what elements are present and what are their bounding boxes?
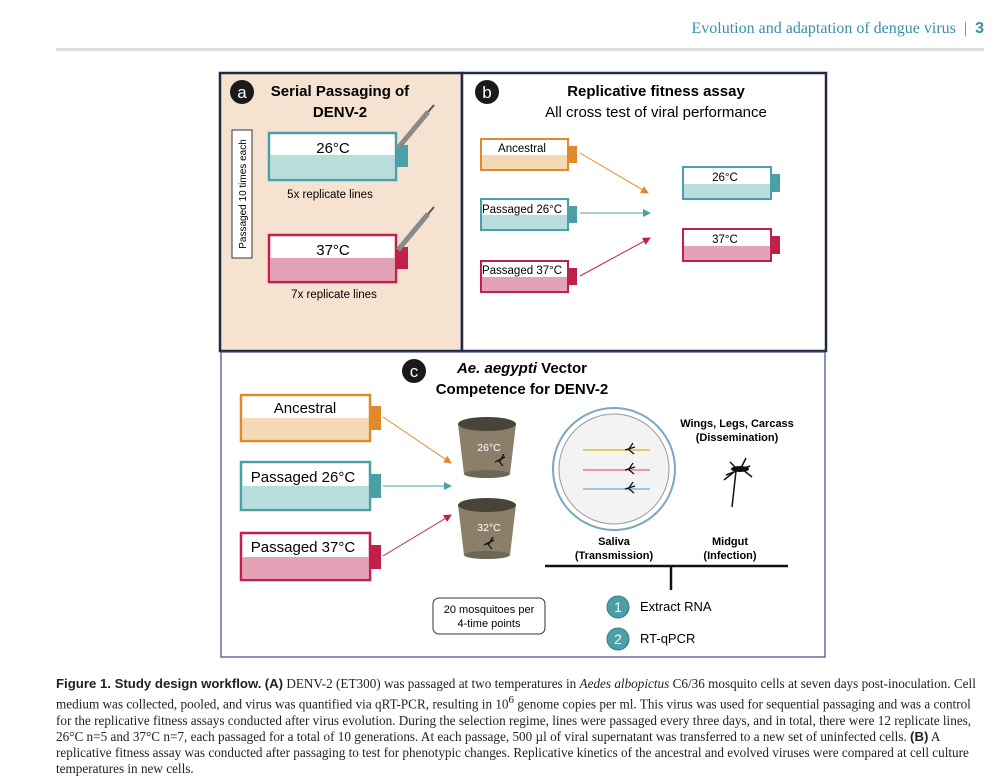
caption-superscript: 6	[508, 694, 515, 707]
mosquito-icon	[723, 457, 753, 508]
mosquito-cup-32c: 32°C	[458, 498, 516, 559]
saliva-label-1: Saliva	[598, 536, 631, 548]
panel-b-letter: b	[482, 83, 491, 102]
cup-32c-label: 32°C	[477, 522, 501, 534]
flask-37c: 37°C	[267, 233, 408, 284]
panel-a: a Serial Passaging of DENV-2 Passaged 10…	[218, 71, 464, 353]
flask-c-passaged-26: Passaged 26°C	[239, 460, 381, 512]
flask-c-ancestral-label: Ancestral	[274, 400, 337, 417]
panel-a-title-2: DENV-2	[313, 104, 367, 121]
flask-26c: 26°C	[267, 131, 408, 182]
dissemination-label-1: Wings, Legs, Carcass	[680, 418, 794, 430]
panel-a-badge	[230, 80, 254, 104]
panel-c-title-1: Ae. aegypti Vector	[456, 360, 587, 377]
dissemination-label-2: (Dissemination)	[696, 432, 779, 444]
panel-a-letter: a	[237, 83, 247, 102]
mosquito-count-line-1: 20 mosquitoes per	[444, 604, 535, 616]
mosquito-count-box: 20 mosquitoes per 4-time points	[432, 597, 546, 635]
panel-a-side-label: Passaged 10 times each	[238, 139, 249, 249]
flask-c-26-label: Passaged 26°C	[251, 469, 356, 486]
mosquito-count-line-2: 4-time points	[458, 618, 521, 630]
arrow-ancestral	[579, 152, 649, 194]
saliva-label-2: (Transmission)	[575, 550, 654, 562]
flask-37c-note: 7x replicate lines	[291, 289, 377, 301]
arrow-c-37	[382, 514, 452, 557]
caption-text-3: genome copies per ml. This virus was use…	[56, 696, 972, 744]
arrow-37	[579, 237, 651, 277]
running-head: Evolution and adaptation of dengue virus…	[692, 20, 985, 38]
page-number: 3	[975, 20, 984, 37]
caption-species: Aedes albopictus	[579, 676, 670, 691]
study-design-figure: a Serial Passaging of DENV-2 Passaged 10…	[218, 71, 828, 658]
step-extract-rna: 1 Extract RNA	[606, 595, 712, 619]
flask-26c-note: 5x replicate lines	[287, 189, 373, 201]
step-2-label: RT-qPCR	[640, 631, 695, 646]
panel-c-title-2: Competence for DENV-2	[436, 381, 609, 398]
pipette-icon	[396, 104, 435, 150]
flask-b-passaged-37: Passaged 37°C	[480, 260, 577, 293]
flask-b-out-26: 26°C	[682, 166, 780, 200]
pipette-icon	[396, 206, 435, 252]
step-2-number: 2	[614, 631, 622, 647]
flask-37c-label: 37°C	[316, 242, 350, 259]
caption-text-2: C6/36 mosquito cells at seven days post-…	[56, 676, 976, 712]
panel-b-badge	[475, 80, 499, 104]
panel-b-title: Replicative fitness assay	[567, 83, 745, 100]
cup-26c-label: 26°C	[477, 442, 501, 454]
flask-26c-label: 26°C	[316, 140, 350, 157]
caption-text-1: DENV-2 (ET300) was passaged at two tempe…	[283, 676, 580, 691]
step-1-number: 1	[614, 599, 622, 615]
header-separator: |	[963, 20, 968, 37]
panel-b-subtitle: All cross test of viral performance	[545, 104, 767, 121]
flask-b-26-label: Passaged 26°C	[482, 204, 562, 216]
flask-c-passaged-37: Passaged 37°C	[239, 531, 381, 582]
flask-c-37-label: Passaged 37°C	[251, 539, 356, 556]
flask-c-ancestral: Ancestral	[239, 393, 381, 443]
saliva-dish	[552, 407, 676, 531]
caption-label-b: (B)	[910, 729, 929, 744]
flask-b-out-37: 37°C	[682, 228, 780, 262]
mosquito-icon	[483, 536, 495, 550]
caption-lead: Figure 1. Study design workflow.	[56, 676, 262, 691]
flask-b-out-26-label: 26°C	[712, 172, 738, 184]
panel-a-title-1: Serial Passaging of	[271, 83, 410, 100]
caption-label-a: (A)	[264, 676, 284, 691]
step-1-label: Extract RNA	[640, 599, 712, 614]
flask-b-out-37-label: 37°C	[712, 234, 738, 246]
flask-b-ancestral-label: Ancestral	[498, 143, 546, 155]
mosquito-icon	[624, 442, 636, 494]
mosquito-icon	[494, 453, 506, 467]
header-rule	[56, 48, 984, 51]
panel-c-badge	[402, 359, 426, 383]
flask-b-37-label: Passaged 37°C	[482, 265, 562, 277]
panel-c: c Ae. aegypti Vector Competence for DENV…	[220, 351, 826, 658]
midgut-label-2: (Infection)	[703, 550, 756, 562]
panel-b: b Replicative fitness assay All cross te…	[460, 71, 828, 353]
flask-b-passaged-26: Passaged 26°C	[480, 198, 577, 231]
figure-caption: Figure 1. Study design workflow. (A) DEN…	[56, 676, 988, 778]
panel-c-letter: c	[410, 362, 419, 381]
midgut-label-1: Midgut	[712, 536, 748, 548]
running-title: Evolution and adaptation of dengue virus	[691, 20, 956, 37]
arrow-c-ancestral	[382, 416, 452, 464]
mosquito-cup-26c: 26°C	[458, 417, 516, 478]
flask-b-ancestral: Ancestral	[480, 138, 577, 171]
step-rt-qpcr: 2 RT-qPCR	[606, 627, 695, 651]
